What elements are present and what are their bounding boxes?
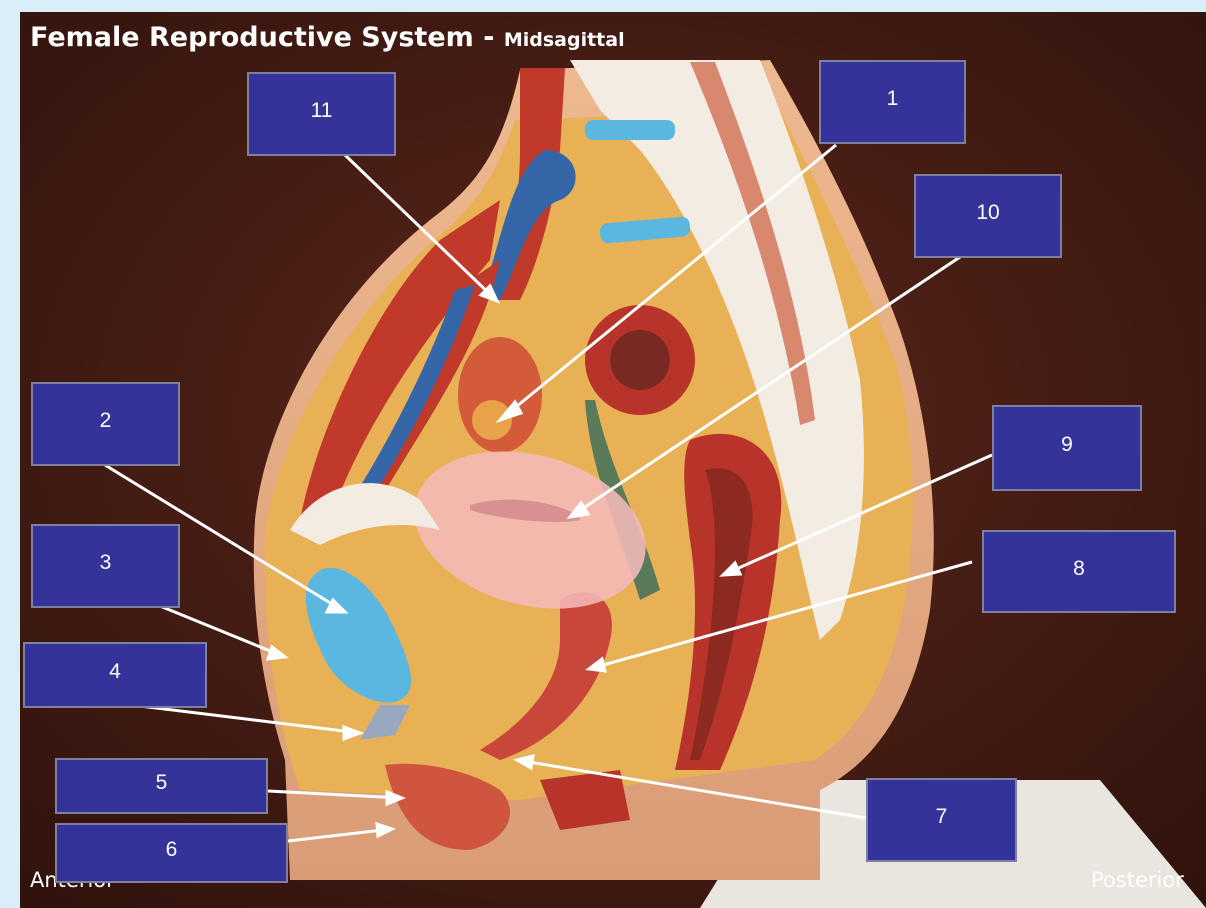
label-box-3[interactable]: 3 [31,524,180,608]
arrowhead-5 [385,789,407,807]
label-box-7[interactable]: 7 [866,778,1017,862]
arrowhead-11 [478,283,500,304]
arrowhead-3 [265,644,289,661]
arrow-3 [159,604,286,659]
label-number-4: 4 [109,660,121,683]
title-separator: - [483,22,495,53]
arrowhead-1 [495,399,524,424]
arrow-1 [499,143,837,422]
label-box-10[interactable]: 10 [914,174,1062,258]
spinal-canal [690,62,815,425]
label-number-9: 9 [1061,433,1073,456]
top-frame-strip [0,0,1206,12]
arrowhead-8 [585,656,607,673]
vagina [480,592,612,760]
rectum-lumen [690,468,753,760]
label-box-9[interactable]: 9 [992,405,1142,491]
arrowhead-4 [342,724,365,742]
arrowhead-6 [375,821,396,839]
label-box-4[interactable]: 4 [23,642,207,708]
arrow-6 [287,827,393,843]
figure-title: Female Reproductive System - Midsagittal [30,22,625,53]
arrow-5 [267,789,403,800]
label-number-3: 3 [99,551,112,574]
arrow-4 [139,704,361,735]
label-box-2[interactable]: 2 [31,382,180,466]
sigmoid-colon-lumen [610,330,670,390]
uterine-cavity [470,499,580,522]
arrowhead-2 [324,597,349,614]
arrow-11 [343,153,499,303]
label-box-1[interactable]: 1 [819,60,966,144]
posterior-label: Posterior [1091,868,1184,892]
arrowhead-7 [513,753,535,771]
arrowhead-9 [719,560,743,577]
label-box-11[interactable]: 11 [247,72,396,156]
vertebral-disc-1 [585,120,675,140]
label-number-11: 11 [310,99,333,122]
ovary-highlight [472,400,512,440]
labia [385,763,510,850]
arrowhead-10 [566,500,591,520]
vena-cava [480,150,576,300]
label-box-8[interactable]: 8 [982,530,1176,613]
perineal-muscle [540,770,630,830]
label-number-8: 8 [1073,556,1085,580]
left-frame-strip [0,0,20,908]
arrow-7 [516,758,867,820]
title-main: Female Reproductive System [30,22,474,53]
label-box-6[interactable]: 6 [55,823,288,883]
iliac-vein [355,285,475,500]
arrow-2 [104,463,346,614]
urethra [360,705,410,740]
vertebral-disc-2 [599,216,691,244]
label-number-6: 6 [165,838,178,861]
label-number-2: 2 [99,409,112,432]
label-number-10: 10 [976,201,1000,224]
title-subtitle: Midsagittal [503,29,625,51]
label-number-7: 7 [935,805,948,828]
arrow-9 [722,453,993,577]
label-number-5: 5 [155,771,168,794]
sacrum [570,60,864,640]
pubic-bone [290,483,440,545]
uterus [414,451,646,609]
leader-lines [104,143,993,843]
abdominal-muscle [300,200,500,520]
arrow-8 [588,560,973,671]
arrow-10 [569,255,961,519]
label-number-1: 1 [886,87,899,110]
label-box-5[interactable]: 5 [55,758,268,814]
